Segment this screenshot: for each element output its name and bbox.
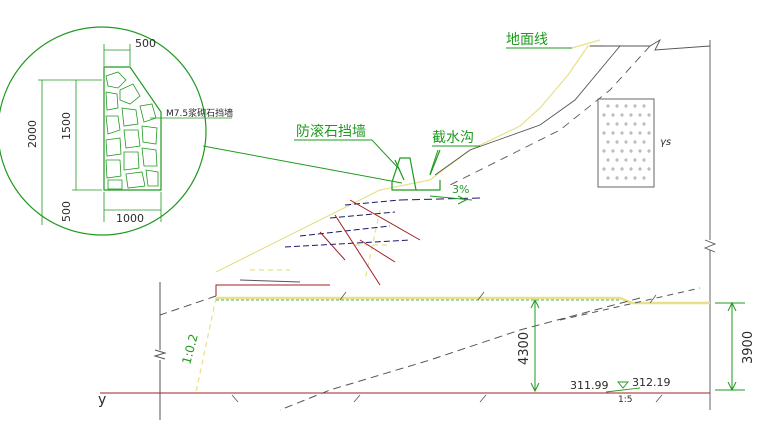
soil-cross	[602, 149, 606, 153]
soil-cross	[602, 113, 606, 117]
soil-cross	[611, 131, 615, 135]
height-4300-label: 4300	[517, 332, 532, 365]
soil-cross	[620, 167, 624, 171]
slope-ratio-label: 1:0.2	[179, 332, 200, 365]
soil-cross	[633, 122, 637, 126]
soil-cross	[629, 149, 633, 153]
soil-cross	[620, 113, 624, 117]
ground-line-label: 地面线	[506, 32, 548, 48]
soil-cross	[606, 158, 610, 162]
soil-cross	[629, 167, 633, 171]
soil-cross	[642, 158, 646, 162]
detail-circle	[0, 26, 207, 236]
soil-cross	[606, 104, 610, 108]
soil-cross	[611, 149, 615, 153]
soil-cross	[624, 104, 628, 108]
soil-cross	[633, 158, 637, 162]
soil-cross	[615, 122, 619, 126]
soil-cross	[611, 167, 615, 171]
elevation-ratio: 1:5	[618, 395, 632, 405]
rockfall-wall-label: 防滚石挡墙	[296, 123, 366, 140]
intercept-ditch-label: 截水沟	[432, 130, 474, 146]
soil-cross	[642, 140, 646, 144]
soil-cross	[602, 167, 606, 171]
soil-cross	[615, 104, 619, 108]
soil-cross	[629, 131, 633, 135]
slope-percent-label: 3%	[452, 183, 469, 196]
soil-cross	[633, 104, 637, 108]
rockfall-wall-shape	[391, 149, 441, 191]
dim-4300	[530, 298, 540, 393]
soil-cross	[647, 167, 651, 171]
ground-ticks	[231, 291, 663, 403]
detail-leader-line	[202, 145, 403, 184]
material-label: M7.5浆砌石挡墙	[166, 107, 233, 119]
soil-cross	[638, 113, 642, 117]
elevation-right: 312.19	[632, 376, 671, 389]
anchor-lines	[284, 149, 481, 286]
elevation-marker	[605, 381, 641, 393]
soil-cross	[606, 140, 610, 144]
soil-cross	[633, 140, 637, 144]
soil-cross	[615, 140, 619, 144]
soil-symbol: γs	[660, 137, 671, 148]
soil-cross	[620, 131, 624, 135]
soil-block: γs	[597, 98, 671, 188]
dim-base-width: 1000	[116, 212, 144, 225]
wall-detail-callout: 500 2000 1500 500 1000 M7.5浆砌石挡墙	[0, 26, 233, 236]
y-marker: y	[98, 392, 106, 408]
dim-3900	[715, 301, 745, 392]
ground-line-group	[195, 39, 604, 393]
detail-dimension-lines	[38, 44, 162, 225]
soil-cross	[624, 158, 628, 162]
soil-cross	[647, 113, 651, 117]
slope-profile	[434, 38, 717, 410]
soil-cross	[602, 131, 606, 135]
dim-upper-height: 1500	[60, 112, 73, 140]
soil-cross	[606, 122, 610, 126]
soil-cross	[642, 104, 646, 108]
soil-cross	[647, 131, 651, 135]
soil-cross	[615, 176, 619, 180]
masonry-hatch	[105, 71, 159, 190]
ground-line-leader	[571, 39, 601, 49]
soil-cross	[606, 176, 610, 180]
elevation-left: 311.99	[570, 379, 609, 392]
height-3900-label: 3900	[741, 331, 756, 364]
soil-cross	[638, 149, 642, 153]
soil-cross	[611, 113, 615, 117]
road-platform	[100, 279, 710, 420]
dim-top-width: 500	[135, 37, 156, 50]
soil-cross	[642, 176, 646, 180]
soil-cross	[638, 167, 642, 171]
soil-cross	[615, 158, 619, 162]
soil-cross	[647, 149, 651, 153]
soil-cross	[642, 122, 646, 126]
wall-outline	[103, 66, 162, 191]
dim-total-height: 2000	[26, 120, 39, 148]
soil-cross	[624, 122, 628, 126]
soil-cross	[620, 149, 624, 153]
soil-cross	[629, 113, 633, 117]
soil-cross	[633, 176, 637, 180]
soil-cross	[638, 131, 642, 135]
ground-line	[215, 45, 604, 273]
dim-lower-height: 500	[60, 201, 73, 222]
soil-cross	[624, 140, 628, 144]
soil-cross	[624, 176, 628, 180]
